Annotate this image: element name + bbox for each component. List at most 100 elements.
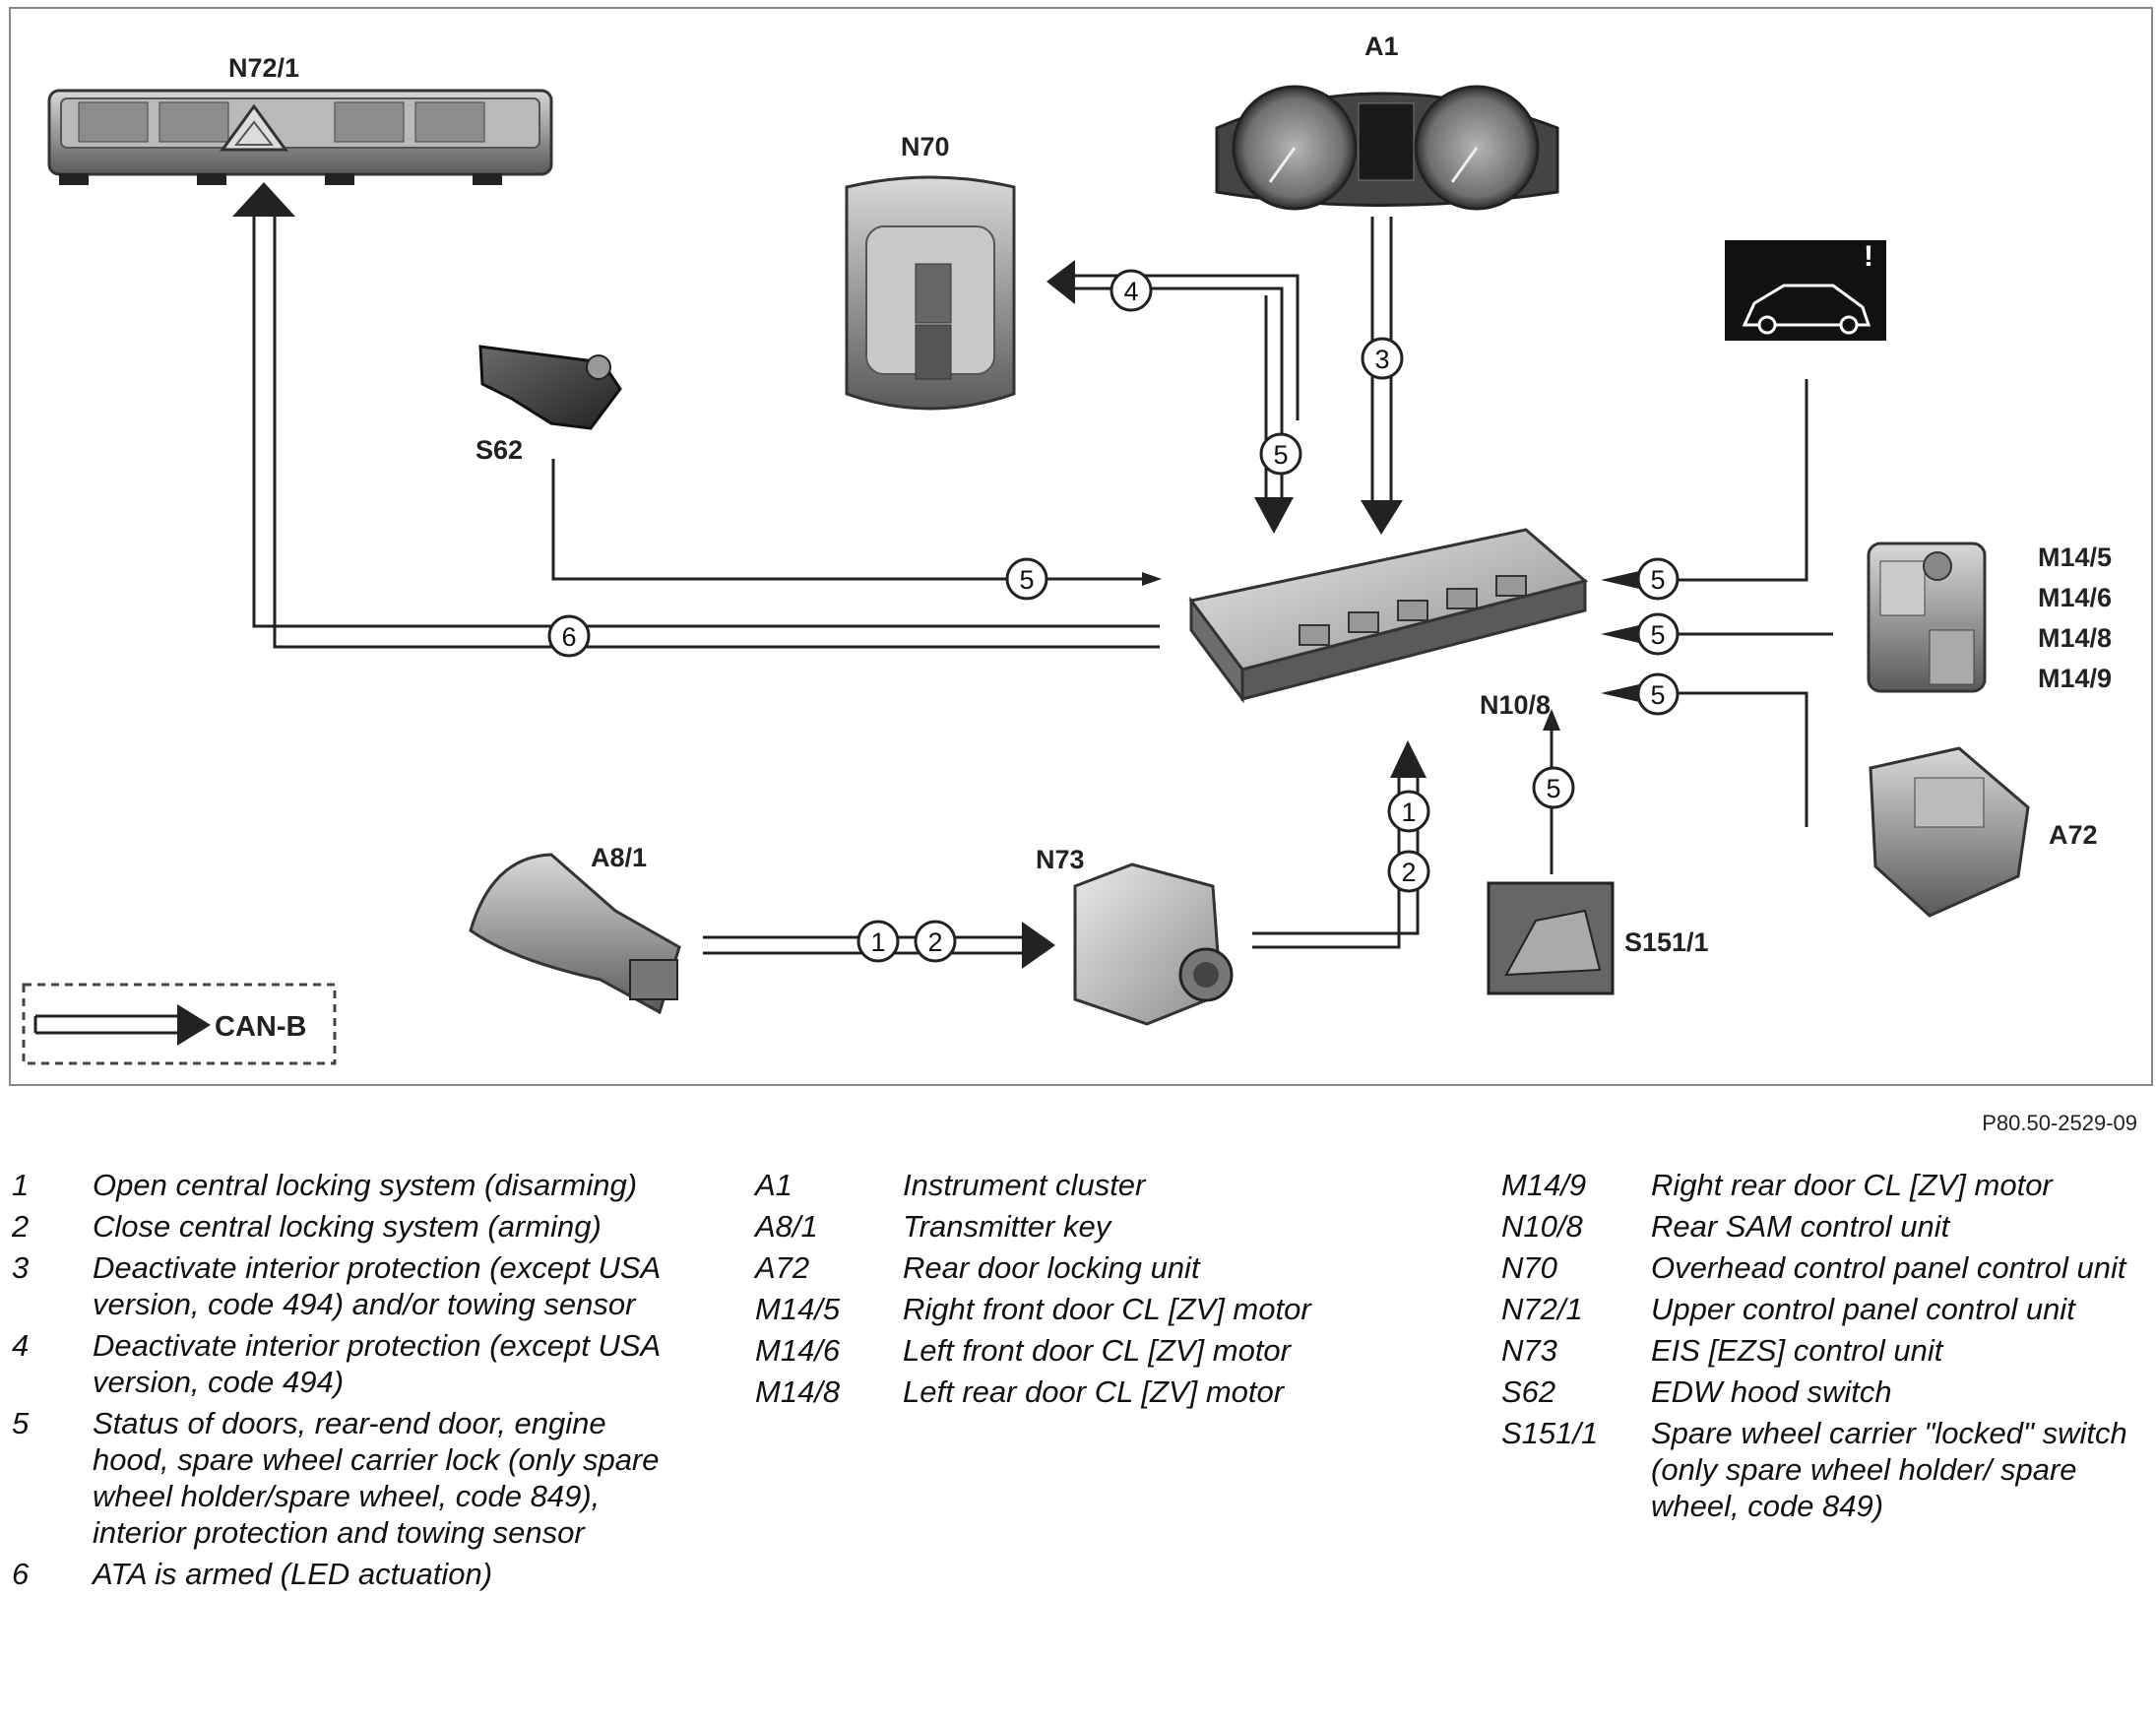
arrow-right-top	[1601, 571, 1639, 589]
legend-row: S62 EDW hood switch	[1501, 1374, 2143, 1410]
label-m14-8: M14/8	[2038, 623, 2112, 653]
circle-n72-line: 6	[547, 614, 591, 658]
transmitter-key-a8-1	[469, 853, 681, 1015]
can-b-legend-box: CAN-B	[22, 983, 337, 1065]
svg-text:6: 6	[561, 622, 576, 652]
legend-key: S62	[1501, 1374, 1556, 1409]
legend-row: 5 Status of doors, rear-end door, engine …	[12, 1405, 664, 1551]
arrow-key-to-n73	[1022, 922, 1055, 969]
arrowheads	[232, 182, 1639, 969]
arrow-to-n72	[232, 182, 295, 217]
arrow-to-n70	[1046, 260, 1075, 304]
legend-key: 5	[12, 1406, 30, 1440]
svg-text:2: 2	[927, 927, 942, 957]
car-outline-icon	[1742, 284, 1871, 327]
arrow-right-mid	[1601, 625, 1639, 643]
svg-text:3: 3	[1374, 345, 1389, 374]
exclamation-icon: !	[1864, 240, 1873, 273]
label-n10-8: N10/8	[1480, 690, 1551, 720]
legend-text: EDW hood switch	[1651, 1374, 1892, 1409]
arrow-s151-up	[1543, 709, 1560, 731]
legend-key: N73	[1501, 1333, 1557, 1368]
legend-text: Deactivate interior protection (except U…	[93, 1250, 661, 1321]
legend-text: Status of doors, rear-end door, engine h…	[93, 1406, 660, 1550]
arrow-right-low	[1601, 684, 1639, 702]
svg-text:5: 5	[1273, 440, 1288, 470]
legend-key: M14/9	[1501, 1168, 1587, 1202]
legend-row: A1 Instrument cluster	[755, 1167, 1454, 1203]
legend-row: M14/8 Left rear door CL [ZV] motor	[755, 1374, 1454, 1410]
circle-right-top: 5	[1636, 557, 1680, 601]
label-s151-1: S151/1	[1624, 927, 1709, 957]
legend-key: M14/6	[755, 1333, 841, 1368]
legend-key: 4	[12, 1328, 30, 1363]
legend-text: Right front door CL [ZV] motor	[903, 1292, 1311, 1326]
circle-n70-in: 5	[1259, 432, 1302, 476]
svg-text:2: 2	[1401, 858, 1416, 887]
svg-text:5: 5	[1019, 565, 1034, 595]
svg-text:5: 5	[1650, 620, 1665, 650]
circle-right-mid: 5	[1636, 612, 1680, 656]
legend-row: M14/9 Right rear door CL [ZV] motor	[1501, 1167, 2143, 1203]
upper-control-panel-n72-1	[47, 89, 553, 185]
label-a8-1: A8/1	[591, 843, 647, 872]
door-lock-motors-m14	[1867, 542, 1987, 693]
circle-n73-up-2: 2	[1387, 850, 1430, 893]
circle-a1-line: 3	[1361, 337, 1404, 380]
arrow-n70-to-central	[1254, 497, 1294, 534]
label-m14-9: M14/9	[2038, 664, 2112, 693]
svg-text:5: 5	[1650, 565, 1665, 595]
legend-text: ATA is armed (LED actuation)	[93, 1557, 493, 1591]
can-b-label: CAN-B	[215, 1011, 306, 1043]
label-m14-5: M14/5	[2038, 543, 2112, 572]
legend-key: 6	[12, 1557, 30, 1591]
legend-text: Overhead control panel control unit	[1651, 1250, 2126, 1285]
can-b-network-diagram: N72/1 N70 A1 S62 !	[9, 7, 2153, 1086]
legend-text: EIS [EZS] control unit	[1651, 1333, 1943, 1368]
hood-switch-s62	[478, 345, 622, 430]
legend-key: A1	[755, 1168, 793, 1202]
legend-key: 2	[12, 1209, 30, 1244]
label-n73: N73	[1036, 845, 1085, 874]
legend-key: 1	[12, 1168, 30, 1202]
legend-key: M14/8	[755, 1374, 841, 1409]
circle-right-low: 5	[1636, 672, 1680, 716]
legend-key: A72	[755, 1250, 810, 1285]
legend-text: Rear SAM control unit	[1651, 1209, 1950, 1244]
m14-labels: M14/5 M14/6 M14/8 M14/9	[2038, 543, 2112, 693]
legend-key: S151/1	[1501, 1416, 1599, 1450]
legend-text: Left rear door CL [ZV] motor	[903, 1374, 1285, 1409]
legend-text: Spare wheel carrier "locked" switch (onl…	[1651, 1416, 2127, 1523]
arrow-n73-to-central	[1390, 740, 1427, 778]
circle-n70-out: 4	[1110, 269, 1153, 312]
legend-text: Transmitter key	[903, 1209, 1111, 1244]
instrument-cluster-a1	[1215, 85, 1559, 211]
legend-key: M14/5	[755, 1292, 841, 1326]
legend-key: N72/1	[1501, 1292, 1583, 1326]
arrow-a1-to-central	[1361, 500, 1403, 535]
spare-wheel-switch-s151-1	[1487, 881, 1615, 995]
legend-text: Instrument cluster	[903, 1168, 1146, 1202]
legend-key: N10/8	[1501, 1209, 1583, 1244]
arrow-s62-to-central	[1142, 572, 1162, 586]
label-a1: A1	[1364, 32, 1399, 61]
legend-row: N10/8 Rear SAM control unit	[1501, 1208, 2143, 1245]
svg-text:5: 5	[1546, 774, 1560, 803]
legend-row: 6 ATA is armed (LED actuation)	[12, 1556, 664, 1592]
circle-key-2: 2	[914, 920, 957, 963]
warning-display: !	[1725, 240, 1886, 341]
rear-door-locking-unit-a72	[1869, 746, 2030, 918]
legend-row: S151/1 Spare wheel carrier "locked" switc…	[1501, 1415, 2143, 1524]
svg-text:4: 4	[1123, 277, 1138, 306]
legend-text: Right rear door CL [ZV] motor	[1651, 1168, 2053, 1202]
